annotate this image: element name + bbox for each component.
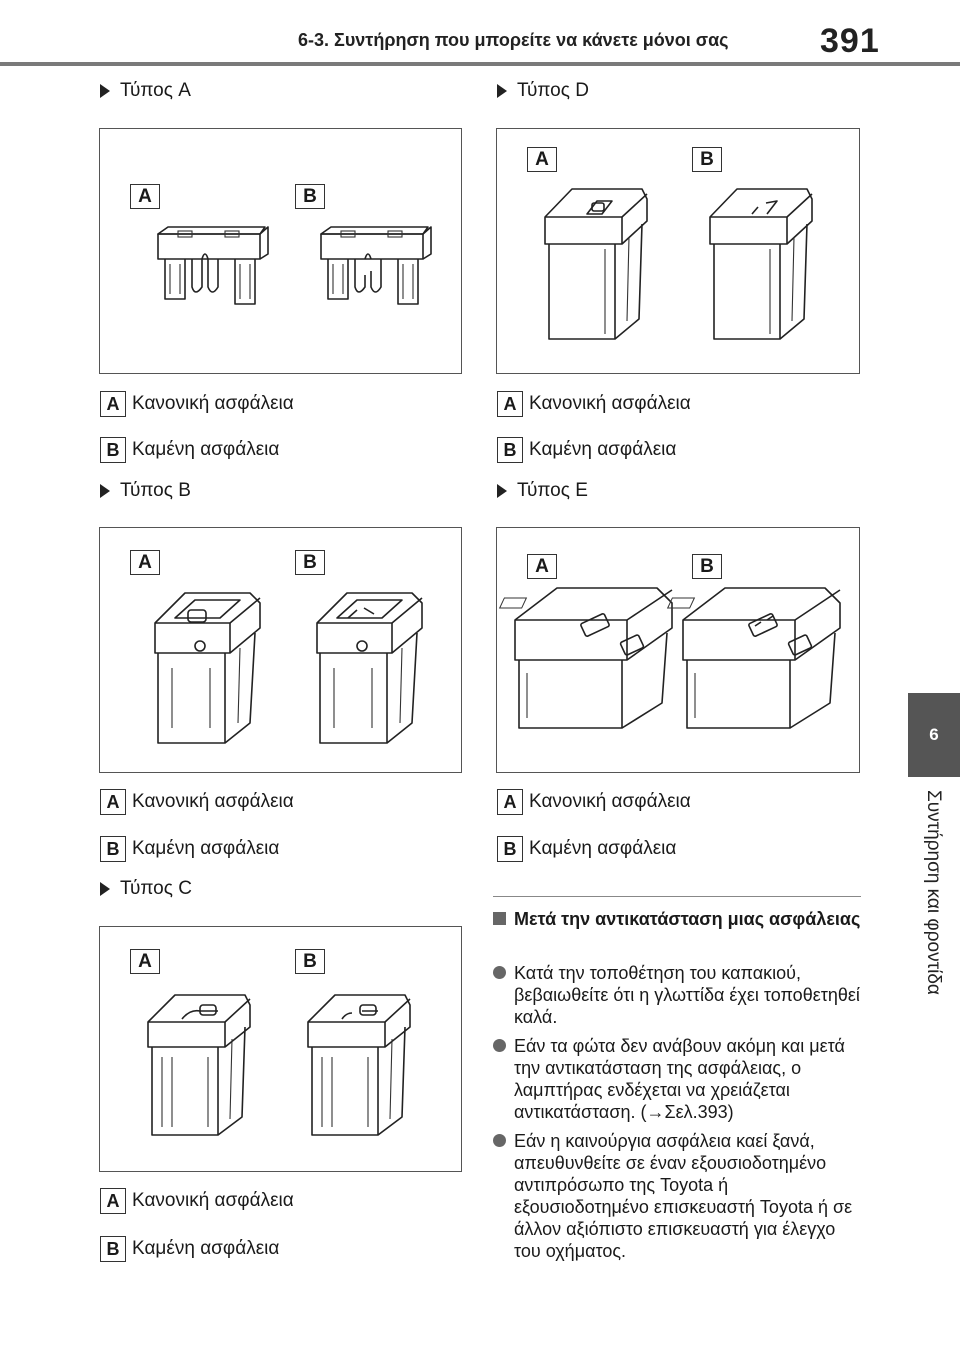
figure-tag-a: A xyxy=(527,554,557,579)
cartridge-fuse-illustration xyxy=(154,592,423,744)
legend-text-normal: Κανονική ασφάλεια xyxy=(132,393,294,414)
note-bullet-text: Κατά την τοποθέτηση του καπακιού, βεβαιω… xyxy=(514,963,860,1027)
fuse-blown-drawing xyxy=(666,587,841,729)
mini-cartridge-fuse-illustration xyxy=(147,994,411,1136)
fuse-blown-drawing xyxy=(307,994,411,1136)
fuse-normal-drawing xyxy=(147,994,251,1136)
arrow-right-icon xyxy=(100,84,110,98)
chapter-label-container: Συντήρηση και φροντίδα xyxy=(912,790,952,1050)
figure-tag-b: B xyxy=(692,147,722,172)
type-e-legend-b: B Καμένη ασφάλεια xyxy=(497,836,676,862)
type-a-heading: Τύπος A xyxy=(100,80,191,102)
legend-tag-a: A xyxy=(100,391,126,417)
type-b-legend-a: A Κανονική ασφάλεια xyxy=(100,789,294,815)
section-title: 6-3. Συντήρηση που μπορείτε να κάνετε μό… xyxy=(298,30,729,50)
type-a-legend-b: B Καμένη ασφάλεια xyxy=(100,437,279,463)
round-bullet-icon xyxy=(493,966,506,979)
type-c-heading-text: Τύπος C xyxy=(120,878,192,899)
legend-text-blown: Καμένη ασφάλεια xyxy=(132,838,280,859)
note-bullet-text: Εάν η καινούργια ασφάλεια καεί ξανά, απε… xyxy=(514,1131,853,1261)
round-bullet-icon xyxy=(493,1039,506,1052)
legend-text-normal: Κανονική ασφάλεια xyxy=(132,1190,294,1211)
chapter-tab[interactable]: 6 xyxy=(908,693,960,777)
figure-tag-a: A xyxy=(130,184,160,209)
legend-tag-a: A xyxy=(100,789,126,815)
blade-fuse-illustration xyxy=(157,226,432,305)
legend-text-blown: Καμένη ασφάλεια xyxy=(132,1238,280,1259)
note-divider xyxy=(493,896,861,897)
type-d-heading-text: Τύπος D xyxy=(517,80,589,101)
figure-tag-b: B xyxy=(295,550,325,575)
header-rule xyxy=(0,62,960,66)
type-e-heading: Τύπος E xyxy=(497,480,588,502)
fuse-blown-drawing xyxy=(320,226,432,305)
type-d-heading: Τύπος D xyxy=(497,80,589,102)
fuse-normal-drawing xyxy=(154,592,261,744)
legend-tag-a: A xyxy=(497,789,523,815)
fuse-normal-drawing xyxy=(157,226,269,305)
type-c-legend-b: B Καμένη ασφάλεια xyxy=(100,1236,279,1262)
page-number: 391 xyxy=(820,22,880,60)
type-c-heading: Τύπος C xyxy=(100,878,192,900)
figure-tag-a: A xyxy=(130,949,160,974)
legend-text-normal: Κανονική ασφάλεια xyxy=(529,791,691,812)
arrow-right-icon xyxy=(497,484,507,498)
type-b-heading-text: Τύπος B xyxy=(120,480,191,501)
type-a-legend-a: A Κανονική ασφάλεια xyxy=(100,391,294,417)
chapter-label: Συντήρηση και φροντίδα xyxy=(923,790,944,995)
large-box-fuse-illustration xyxy=(498,587,841,729)
type-a-heading-text: Τύπος A xyxy=(120,80,191,101)
figure-type-b: A B xyxy=(99,527,462,773)
figure-type-e: A B xyxy=(496,527,860,773)
note-title: Μετά την αντικατάσταση μιας ασφάλειας xyxy=(493,906,863,932)
note-bullet-text: Εάν τα φώτα δεν ανάβουν ακόμη και μετά τ… xyxy=(514,1036,845,1122)
note-bullet-3: Εάν η καινούργια ασφάλεια καεί ξανά, απε… xyxy=(493,1130,863,1262)
legend-tag-a: A xyxy=(100,1188,126,1214)
figure-tag-b: B xyxy=(295,184,325,209)
legend-tag-a: A xyxy=(497,391,523,417)
type-b-legend-b: B Καμένη ασφάλεια xyxy=(100,836,279,862)
type-d-legend-b: B Καμένη ασφάλεια xyxy=(497,437,676,463)
type-b-heading: Τύπος B xyxy=(100,480,191,502)
legend-text-normal: Κανονική ασφάλεια xyxy=(529,393,691,414)
note-title-text: Μετά την αντικατάσταση μιας ασφάλειας xyxy=(514,909,861,929)
type-e-legend-a: A Κανονική ασφάλεια xyxy=(497,789,691,815)
legend-text-blown: Καμένη ασφάλεια xyxy=(529,838,677,859)
figure-tag-b: B xyxy=(692,554,722,579)
legend-text-blown: Καμένη ασφάλεια xyxy=(132,439,280,460)
figure-type-c: A B xyxy=(99,926,462,1172)
figure-type-a: A B xyxy=(99,128,462,374)
fuse-blown-drawing xyxy=(709,188,813,340)
legend-tag-b: B xyxy=(100,1236,126,1262)
legend-text-blown: Καμένη ασφάλεια xyxy=(529,439,677,460)
type-e-heading-text: Τύπος E xyxy=(517,480,588,501)
fuse-normal-drawing xyxy=(498,587,673,729)
legend-tag-b: B xyxy=(100,437,126,463)
tall-cartridge-fuse-illustration xyxy=(544,188,813,340)
fuse-blown-drawing xyxy=(316,592,423,744)
legend-tag-b: B xyxy=(497,437,523,463)
arrow-right-icon xyxy=(100,484,110,498)
figure-tag-a: A xyxy=(130,550,160,575)
legend-tag-b: B xyxy=(497,836,523,862)
note-bullet-1: Κατά την τοποθέτηση του καπακιού, βεβαιω… xyxy=(493,962,863,1028)
type-d-legend-a: A Κανονική ασφάλεια xyxy=(497,391,691,417)
fuse-normal-drawing xyxy=(544,188,648,340)
arrow-right-icon xyxy=(497,84,507,98)
round-bullet-icon xyxy=(493,1134,506,1147)
figure-type-d: A B xyxy=(496,128,860,374)
figure-tag-a: A xyxy=(527,147,557,172)
legend-text-normal: Κανονική ασφάλεια xyxy=(132,791,294,812)
legend-tag-b: B xyxy=(100,836,126,862)
note-bullet-2: Εάν τα φώτα δεν ανάβουν ακόμη και μετά τ… xyxy=(493,1035,863,1123)
square-bullet-icon xyxy=(493,912,506,925)
arrow-right-icon xyxy=(100,882,110,896)
figure-tag-b: B xyxy=(295,949,325,974)
type-c-legend-a: A Κανονική ασφάλεια xyxy=(100,1188,294,1214)
